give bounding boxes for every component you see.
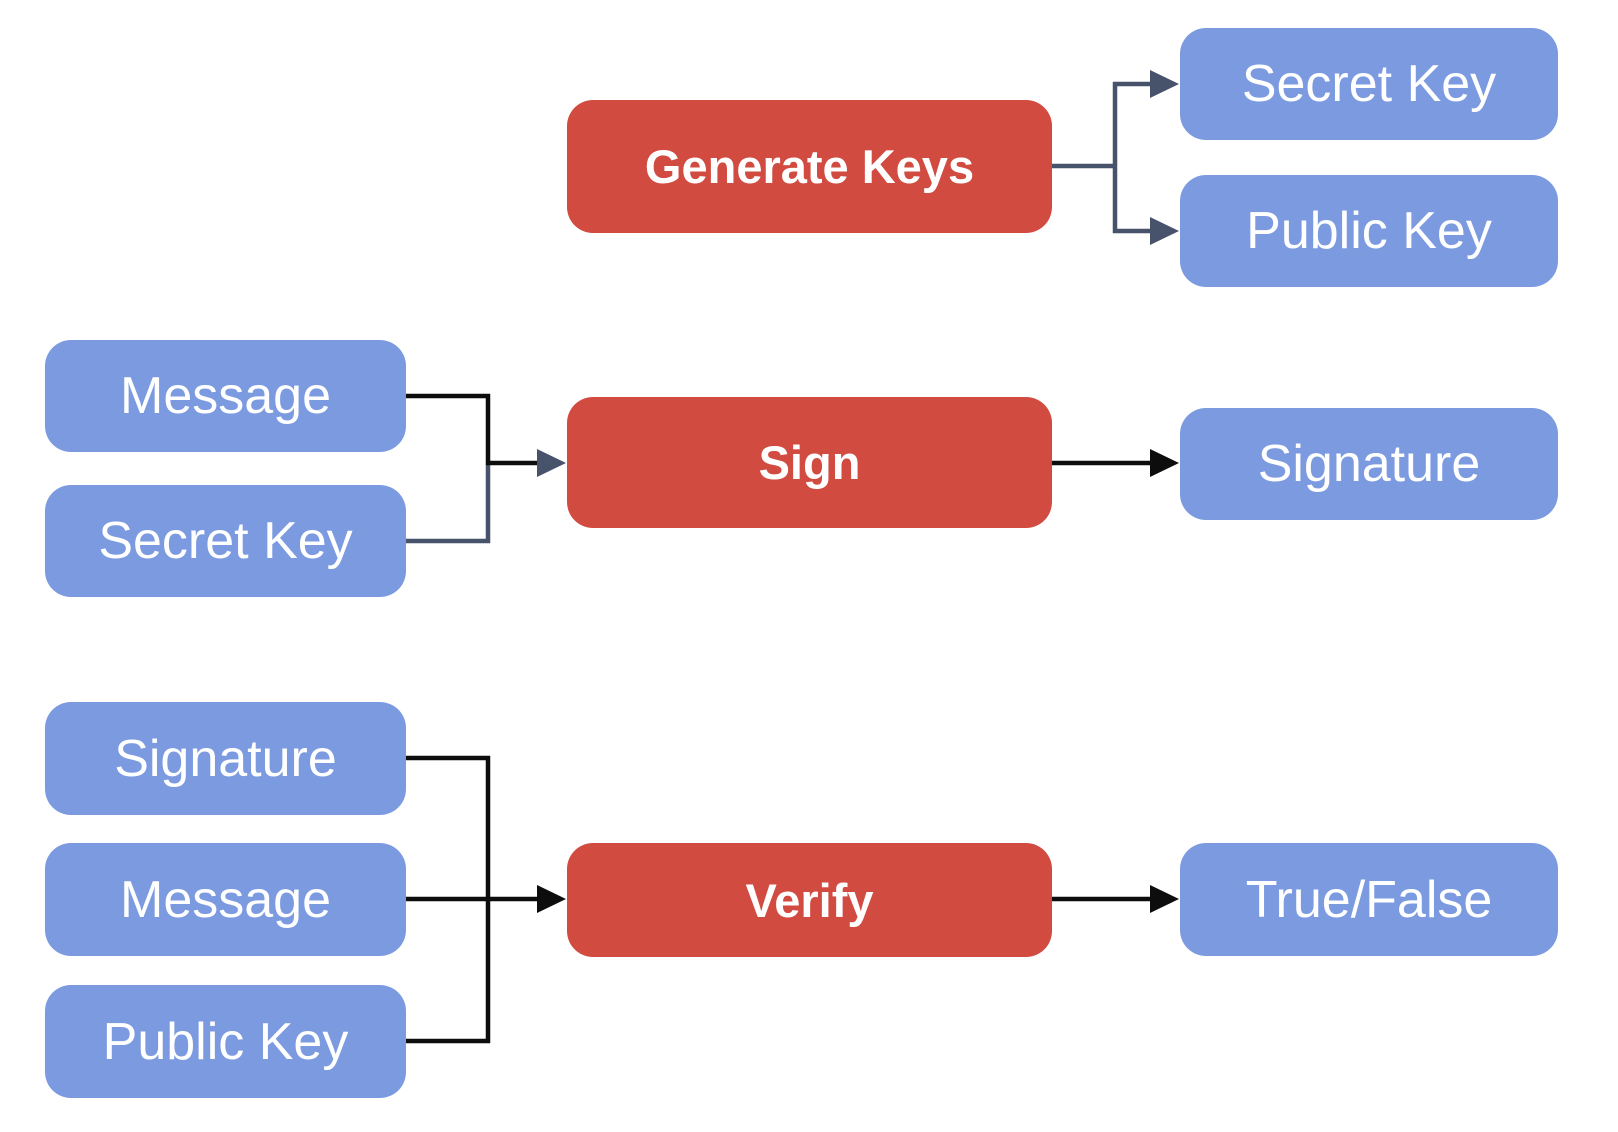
node-label: Secret Key — [1241, 55, 1497, 113]
node-secret-key-input-sign: Secret Key — [45, 485, 406, 597]
node-verify: Verify — [567, 843, 1052, 957]
node-label: True/False — [1245, 870, 1493, 929]
node-label: Secret Key — [98, 512, 353, 570]
node-label: Message — [120, 367, 331, 425]
edges-sign — [406, 393, 1179, 544]
node-generate-keys: Generate Keys — [567, 100, 1052, 233]
node-secret-key-output: Secret Key — [1180, 28, 1558, 140]
edge-generate-keys-branch-line — [1052, 82, 1118, 233]
node-message-input-verify: Message — [45, 843, 406, 956]
node-sign: Sign — [567, 397, 1052, 528]
node-label: Verify — [745, 873, 874, 927]
edge-secret-key-to-junction-line — [406, 465, 491, 544]
node-message-input-sign: Message — [45, 340, 406, 452]
edges-generate-keys — [1052, 70, 1179, 245]
node-label: Sign — [758, 436, 861, 489]
node-label: Signature — [114, 729, 337, 788]
arrowhead-to-public-key-icon — [1150, 217, 1179, 245]
node-label: Signature — [1257, 435, 1481, 493]
arrowhead-into-signature-icon — [1150, 449, 1179, 477]
node-signature-input-verify: Signature — [45, 702, 406, 815]
node-true-false-output: True/False — [1180, 843, 1558, 956]
arrowhead-into-verify-icon — [537, 885, 566, 913]
edge-message-to-sign-line — [406, 393, 539, 466]
edges-verify — [406, 755, 1179, 1044]
node-label: Public Key — [102, 1012, 349, 1071]
node-signature-output: Signature — [1180, 408, 1558, 520]
node-label: Generate Keys — [644, 140, 975, 193]
arrowhead-to-secret-key-icon — [1150, 70, 1179, 98]
node-public-key-input-verify: Public Key — [45, 985, 406, 1098]
node-label: Public Key — [1246, 202, 1492, 260]
node-label: Message — [120, 870, 331, 929]
arrowhead-into-truefalse-icon — [1150, 885, 1179, 913]
arrowhead-into-sign-icon — [537, 449, 566, 477]
node-public-key-output: Public Key — [1180, 175, 1558, 287]
